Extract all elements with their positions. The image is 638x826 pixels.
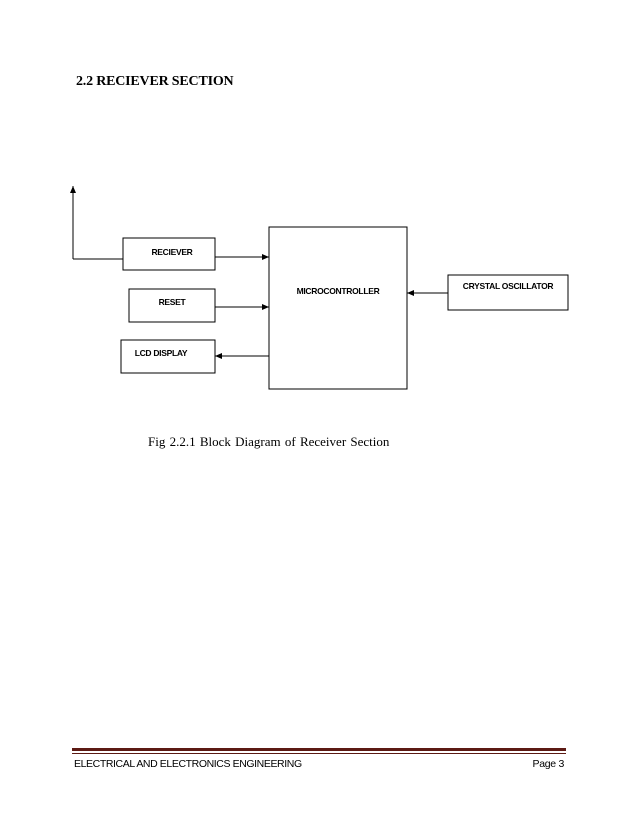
footer-department: ELECTRICAL AND ELECTRONICS ENGINEERING [74,758,302,770]
crystal-oscillator-block: CRYSTAL OSCILLATOR [447,274,569,311]
block-diagram: RECIEVER RESET LCD DISPLAY MICROCONTROLL… [70,186,569,390]
lcd-display-label: LCD DISPLAY [135,348,188,358]
footer-rule-thick [72,748,566,751]
crystal-oscillator-label: CRYSTAL OSCILLATOR [463,281,554,291]
receiver-block: RECIEVER [122,237,216,271]
microcontroller-label: MICROCONTROLLER [297,286,380,296]
section-heading: 2.2 RECIEVER SECTION [76,74,234,89]
reset-block: RESET [128,288,216,323]
reset-label: RESET [159,297,187,307]
receiver-label: RECIEVER [151,247,192,257]
footer-page-number: Page 3 [532,758,565,770]
figure-caption: Fig 2.2.1 Block Diagram of Receiver Sect… [148,434,390,449]
footer-rule-thin [72,753,566,754]
lcd-display-block: LCD DISPLAY [120,339,216,374]
microcontroller-block: MICROCONTROLLER [268,226,408,390]
antenna-icon [70,186,123,260]
